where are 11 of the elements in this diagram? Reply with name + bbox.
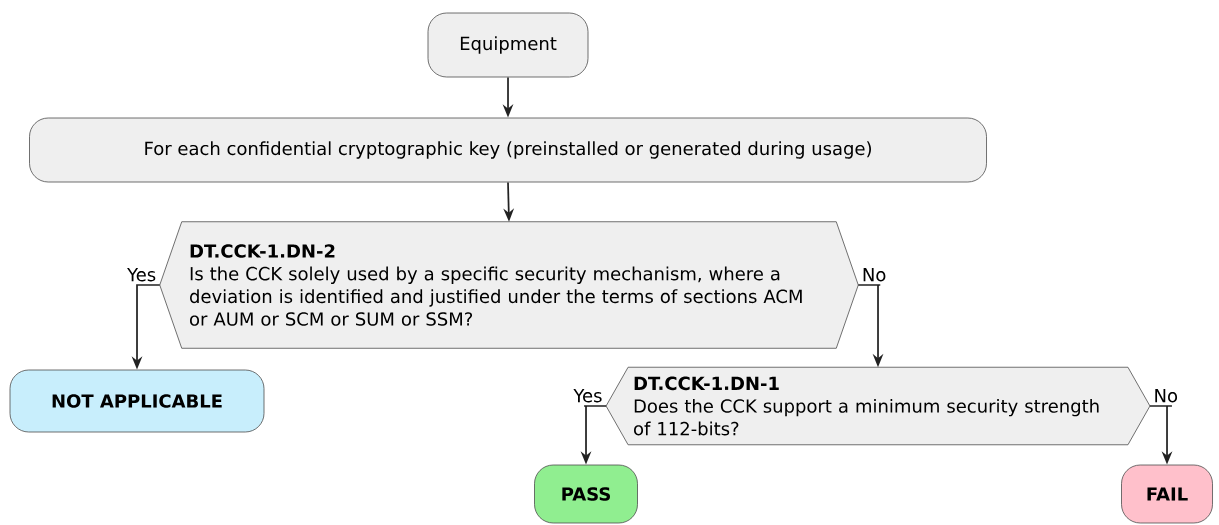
start-box: Equipment: [427, 12, 589, 78]
edge-label: No: [1152, 387, 1180, 404]
process-box: For each confidential cryptographic key (preinstalled or generated during usage): [29, 117, 987, 183]
decision-hexagon: DT.CCK-1.DN-1 Does the CCK support a minimum security strength of 112-bits?: [605, 366, 1151, 446]
result-box: FAIL: [1121, 464, 1213, 524]
result-box: NOT APPLICABLE: [9, 369, 265, 433]
decision-hexagon: DT.CCK-1.DN-2 Is the CCK solely used by a specific security mechanism, where a deviation is identified and justified under the terms of sections ACM or AUM or SCM or SUM or SSM?: [159, 221, 859, 349]
edge-label: Yes: [125, 266, 158, 283]
edge-label: Yes: [572, 387, 604, 404]
edge-label: No: [860, 266, 888, 283]
result-box: PASS: [534, 464, 638, 524]
